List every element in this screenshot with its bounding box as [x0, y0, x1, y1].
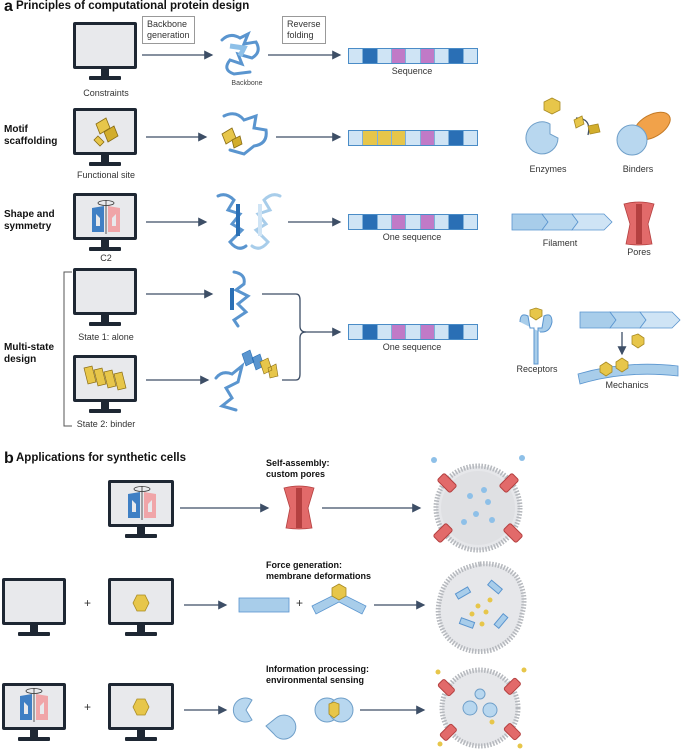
plus-sign: +	[84, 700, 92, 714]
functional-site-icon	[93, 117, 119, 147]
state2-caption: State 2: binder	[76, 419, 136, 429]
sensor-complex-icon	[314, 697, 354, 723]
protein-backbone-icon	[214, 349, 279, 412]
one-sequence-caption: One sequence	[382, 232, 442, 242]
pore-icon	[623, 201, 655, 246]
synthetic-cell-icon	[435, 667, 527, 749]
c2-symmetry-icon	[128, 486, 156, 520]
plus-sign: +	[84, 596, 92, 610]
protein-backbone-icon	[221, 112, 268, 156]
pores-caption: Pores	[627, 247, 651, 257]
sequence-bar-icon	[348, 214, 478, 230]
protein-backbone-icon	[216, 193, 282, 250]
reverse-folding-label: Reverse folding	[282, 16, 326, 44]
enzyme-icon	[525, 97, 561, 155]
enzymes-caption: Enzymes	[529, 164, 567, 174]
c2-caption: C2	[100, 253, 112, 263]
panel-a-title: Principles of computational protein desi…	[16, 0, 250, 12]
one-sequence-caption-2: One sequence	[382, 342, 442, 352]
force-generation-title: Force generation: membrane deformations	[266, 560, 372, 581]
synthetic-cell-icon	[435, 561, 527, 654]
functional-site-caption: Functional site	[76, 170, 136, 180]
plus-sign: +	[296, 596, 304, 610]
mechanics-icon	[577, 311, 681, 385]
sensor-halves-icon	[232, 697, 297, 740]
filament-caption: Filament	[542, 238, 578, 248]
backbone-caption: Backbone	[231, 80, 263, 87]
filament-segment-icon	[238, 597, 290, 613]
protein-backbone-icon	[220, 30, 260, 76]
receptor-icon	[519, 307, 553, 365]
c2-symmetry-icon	[20, 688, 48, 722]
multi-state-design-label: Multi-state design	[4, 342, 54, 365]
ligand-fragments-icon	[573, 115, 601, 135]
panel-b-letter: b	[4, 450, 14, 467]
state1-caption: State 1: alone	[78, 332, 134, 342]
sequence-caption: Sequence	[391, 66, 433, 76]
binders-caption: Binders	[622, 164, 654, 174]
backbone-generation-label: Backbone generation	[142, 16, 195, 44]
protein-backbone-icon	[230, 270, 251, 328]
sequence-bar-icon	[348, 324, 478, 340]
constraints-caption: Constraints	[83, 88, 129, 98]
sequence-bar-icon	[348, 48, 478, 64]
shape-symmetry-label: Shape and symmetry	[4, 209, 55, 232]
information-processing-title: Information processing: environmental se…	[266, 664, 370, 685]
ligand-hexagon-icon	[132, 594, 150, 612]
binder-helix-icon	[83, 365, 127, 391]
sequence-bar-icon	[348, 130, 478, 146]
pore-icon	[283, 485, 315, 530]
filament-icon	[511, 213, 613, 231]
self-assembly-title: Self-assembly: custom pores	[266, 458, 330, 479]
c2-symmetry-icon	[92, 200, 120, 234]
receptors-caption: Receptors	[516, 364, 558, 374]
panel-a-letter: a	[4, 0, 13, 15]
ligand-hexagon-icon	[132, 698, 150, 716]
motif-scaffolding-label: Motif scaffolding	[4, 124, 58, 147]
synthetic-cell-icon	[431, 455, 525, 553]
bent-binder-icon	[311, 583, 367, 615]
panel-b-title: Applications for synthetic cells	[16, 452, 186, 464]
binder-icon	[616, 111, 671, 156]
mechanics-caption: Mechanics	[605, 380, 649, 390]
